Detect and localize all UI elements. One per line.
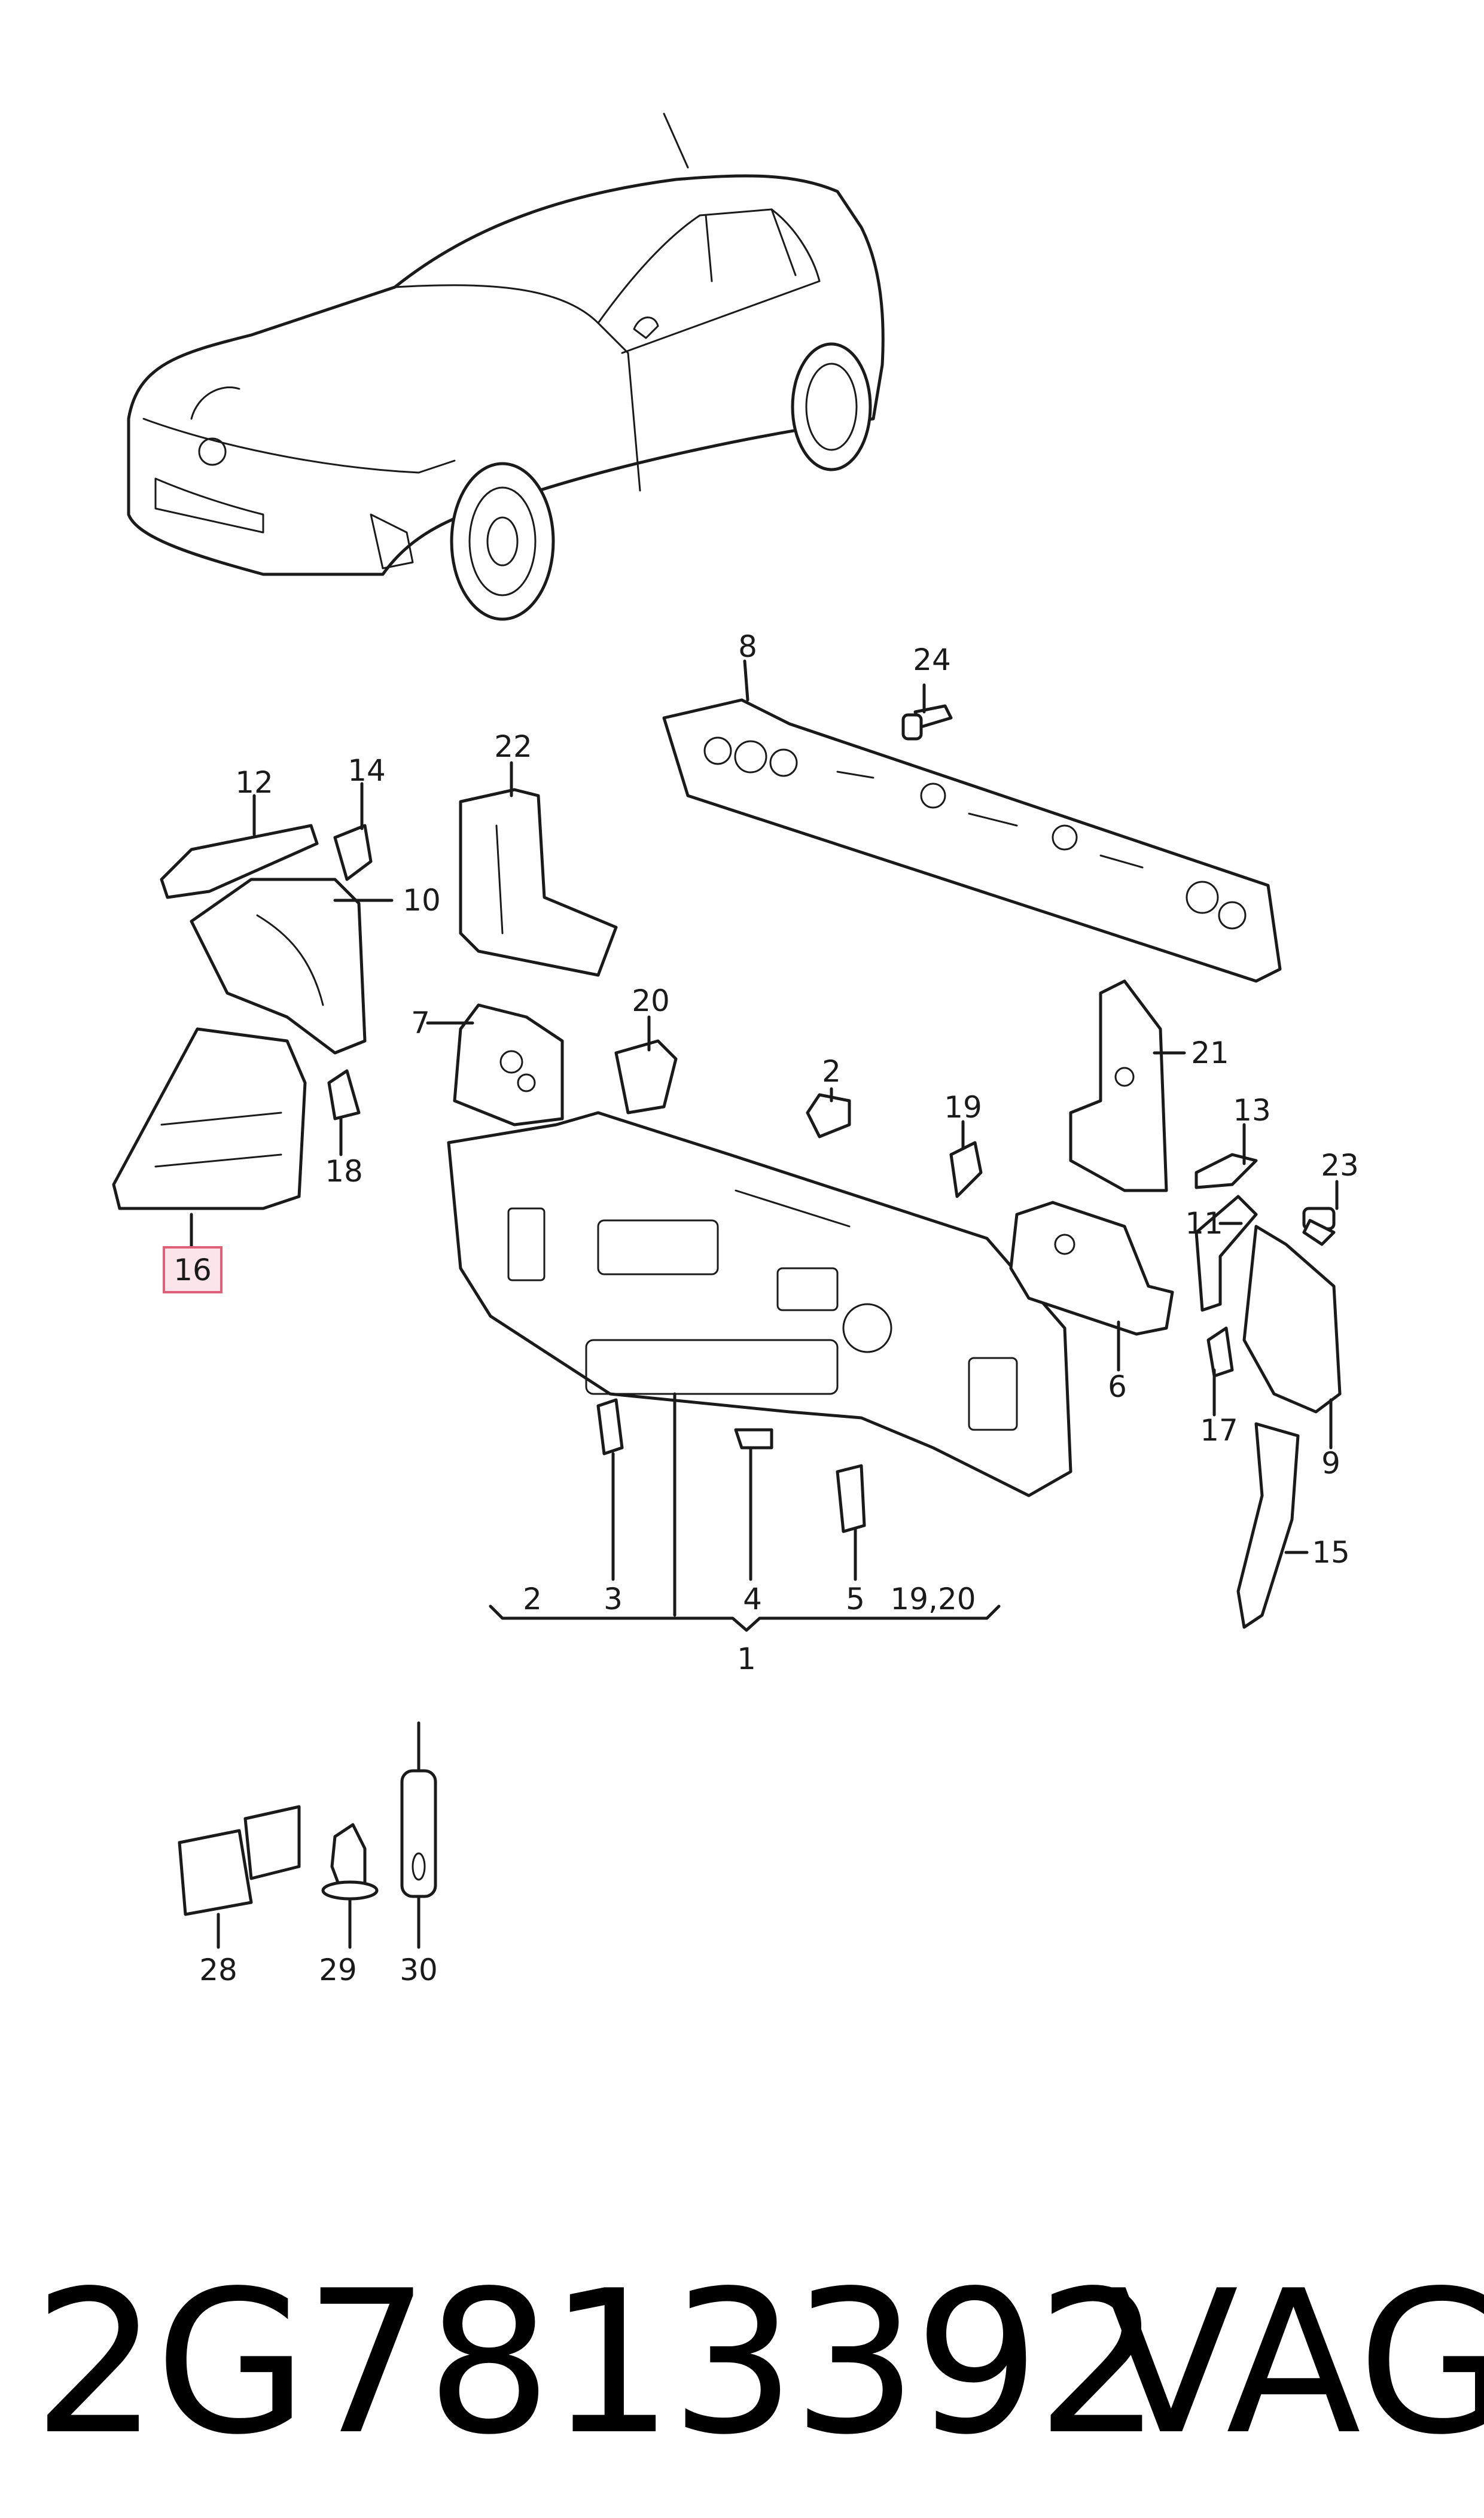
part-18 — [327, 1069, 361, 1121]
callout-4: 4 — [743, 1582, 762, 1616]
callout-14: 14 — [348, 753, 386, 788]
part-20 — [614, 1039, 678, 1115]
part-17 — [1206, 1326, 1234, 1378]
callout-19-20: 19,20 — [890, 1582, 976, 1616]
part-29-clip — [321, 1823, 379, 1901]
callout-16: 16 — [173, 1253, 212, 1287]
part-2-bracket — [806, 1093, 851, 1138]
callout-17: 17 — [1200, 1413, 1238, 1448]
callout-23: 23 — [1321, 1148, 1359, 1183]
callout-30: 30 — [400, 1953, 438, 1987]
part-19-bracket — [949, 1141, 983, 1198]
part-23-bolt — [1302, 1207, 1336, 1246]
part-7-bracket — [453, 1003, 564, 1126]
part-8-cross-member — [662, 698, 1282, 983]
callout-9: 9 — [1321, 1446, 1340, 1481]
part-number: 2G7813392 — [33, 2248, 1162, 2478]
part-4-clip — [734, 1428, 773, 1450]
part-10 — [190, 878, 367, 1055]
part-22-pillar — [459, 788, 618, 977]
callout-2-lower: 2 — [523, 1582, 542, 1616]
callout-labels: 8 24 22 12 14 10 20 7 21 2 19 13 23 18 1… — [163, 629, 1359, 1987]
part-15-strip — [1236, 1422, 1300, 1629]
callout-21: 21 — [1191, 1036, 1229, 1070]
callout-3: 3 — [604, 1582, 623, 1616]
part-12 — [160, 824, 319, 899]
callout-19: 19 — [944, 1090, 982, 1125]
callout-1: 1 — [737, 1642, 756, 1676]
callout-22: 22 — [494, 729, 532, 764]
part-6-bracket — [1009, 1201, 1174, 1336]
part-28-pad — [178, 1805, 301, 1916]
part-24-bolt — [901, 704, 953, 741]
callout-24: 24 — [913, 643, 951, 677]
callout-18: 18 — [325, 1154, 363, 1189]
part-9-panel — [1242, 1225, 1342, 1414]
vehicle-illustration — [127, 112, 885, 621]
callout-11: 11 — [1185, 1206, 1223, 1241]
callout-29: 29 — [319, 1953, 357, 1987]
part-21-pillar — [1069, 979, 1168, 1192]
callout-2-upper: 2 — [822, 1054, 841, 1089]
brand-label: VAG — [1104, 2248, 1484, 2478]
part-5-clip — [836, 1464, 866, 1533]
leader-lines — [190, 659, 1339, 1949]
callout-13: 13 — [1233, 1093, 1271, 1128]
callout-16-highlight — [163, 1246, 223, 1293]
callout-5: 5 — [846, 1582, 865, 1616]
callout-7: 7 — [411, 1006, 430, 1040]
part-30-sealant — [400, 1721, 437, 1898]
callout-20: 20 — [632, 984, 670, 1018]
part-14 — [333, 824, 373, 881]
callout-15: 15 — [1312, 1535, 1350, 1570]
callout-6: 6 — [1108, 1369, 1127, 1404]
callout-12: 12 — [235, 765, 273, 800]
part-3-clip — [596, 1398, 624, 1456]
callout-28: 28 — [199, 1953, 237, 1987]
callout-8: 8 — [738, 629, 757, 664]
callout-10: 10 — [403, 883, 441, 918]
part-16-inner-panel — [112, 1027, 307, 1210]
part-13 — [1194, 1153, 1258, 1189]
parts-diagram: 8 24 22 12 14 10 20 7 21 2 19 13 23 18 1… — [112, 112, 1359, 1987]
part-1-rear-panel — [447, 1111, 1072, 1497]
